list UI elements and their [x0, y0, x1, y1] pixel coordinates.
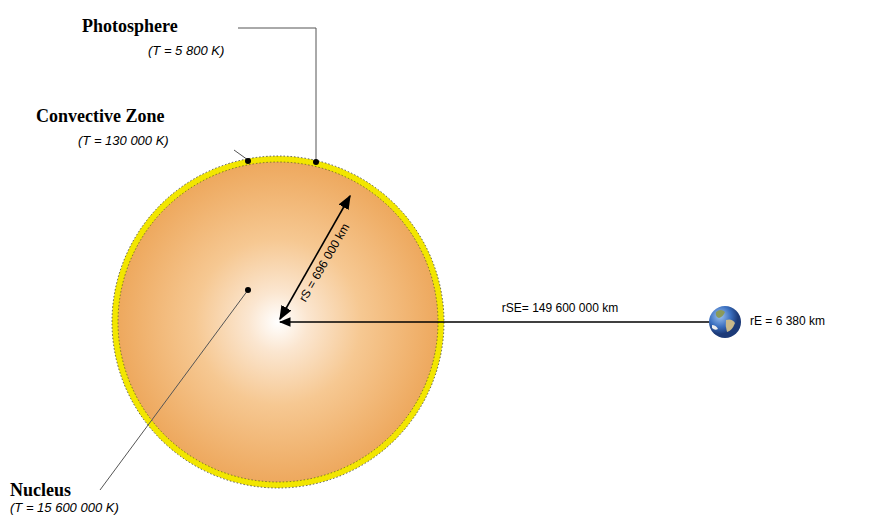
callout-dot: [245, 287, 251, 293]
part-name: Nucleus: [10, 480, 71, 501]
leader-lines: [100, 28, 316, 490]
earth-cloud: [712, 325, 718, 330]
earth-land: [726, 319, 735, 332]
dimension-label: rSE= 149 600 000 km: [500, 302, 620, 316]
earth-land: [716, 310, 725, 318]
callout-dot: [313, 159, 319, 165]
distance-arrow: [280, 321, 709, 322]
temperature-label: (T = 15 600 000 K): [10, 501, 119, 516]
earth-globe: [709, 306, 741, 338]
temperature-label: (T = 130 000 K): [78, 134, 169, 149]
earth-symbol: [709, 306, 741, 338]
part-name: Convective Zone: [36, 106, 164, 127]
part-name: Photosphere: [82, 16, 178, 37]
callout-dot: [245, 158, 251, 164]
dimension-label: rE = 6 380 km: [748, 315, 827, 329]
leader-line: [234, 150, 248, 160]
temperature-label: (T = 5 800 K): [148, 44, 224, 59]
leader-line: [100, 290, 248, 490]
radius-arrow: [280, 196, 350, 319]
leader-line: [238, 28, 316, 160]
